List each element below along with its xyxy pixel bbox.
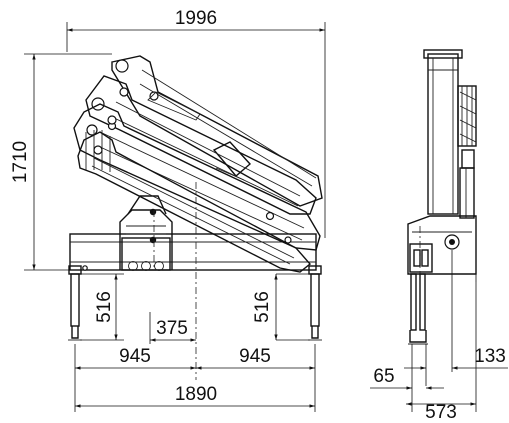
dim-side-top-right: 133 [474, 346, 506, 367]
front-dimensions: 1996 1710 516 516 375 945 945 1890 [10, 8, 326, 412]
dim-left-leg: 516 [94, 291, 115, 323]
dim-right-half: 945 [239, 346, 271, 367]
boom-position-high [111, 55, 323, 207]
crane-column [119, 209, 173, 270]
left-outrigger-leg [68, 265, 88, 341]
crane-side-view [407, 49, 477, 345]
dim-center-offset: 375 [156, 318, 188, 339]
side-base [407, 215, 477, 275]
dim-overall-width: 1996 [175, 8, 217, 29]
pump-unit [121, 237, 171, 271]
boom-position-mid-low [73, 103, 321, 251]
right-outrigger-leg [308, 265, 322, 341]
dim-side-width: 573 [425, 402, 457, 423]
dim-height: 1710 [10, 141, 31, 183]
boom-position-mid-high [85, 75, 317, 215]
crane-front-view [68, 55, 323, 380]
dim-left-half: 945 [119, 346, 151, 367]
side-dimensions: 133 65 573 [370, 250, 508, 423]
dim-side-left: 65 [373, 366, 394, 387]
dim-right-leg: 516 [252, 291, 273, 323]
base-frame [69, 233, 317, 271]
dim-outrigger-span: 1890 [175, 384, 217, 405]
boom-position-low [77, 130, 312, 273]
side-column [427, 53, 459, 215]
